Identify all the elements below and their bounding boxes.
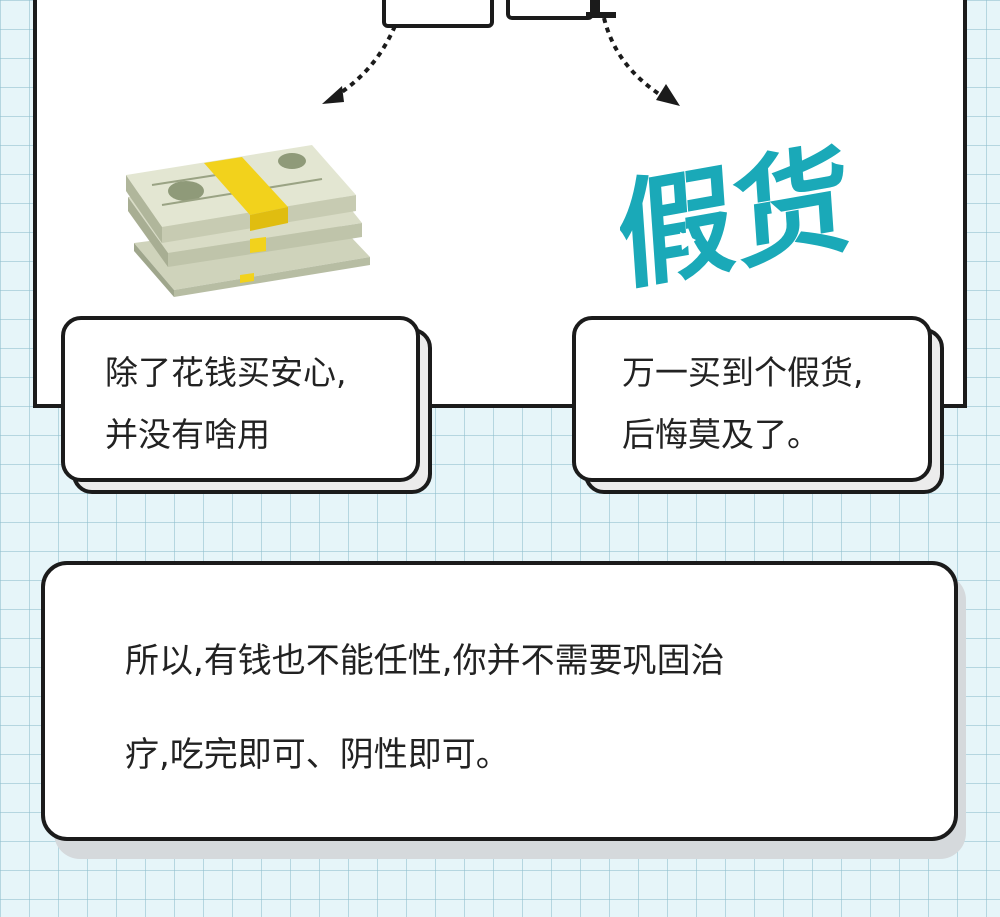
stand-icon	[586, 0, 616, 18]
conclusion-line-1: 所以,有钱也不能任性,你并不需要巩固治	[125, 641, 725, 681]
left-bubble-line-1: 除了花钱买安心,	[105, 353, 347, 392]
test-kit-icon	[382, 0, 494, 28]
svg-text:假货: 假货	[620, 132, 855, 292]
test-device-icon	[506, 0, 594, 20]
dashed-arrows	[322, 17, 680, 106]
left-speech-bubble: 除了花钱买安心, 并没有啥用	[61, 316, 420, 482]
money-stack-image	[126, 145, 370, 297]
fake-goods-graphic: 假货	[620, 132, 855, 292]
conclusion-card: 所以,有钱也不能任性,你并不需要巩固治 疗,吃完即可、阴性即可。	[41, 561, 958, 841]
right-bubble-line-1: 万一买到个假货,	[622, 353, 864, 392]
left-bubble-line-2: 并没有啥用	[105, 415, 270, 454]
right-speech-bubble: 万一买到个假货, 后悔莫及了。	[572, 316, 932, 482]
right-bubble-line-2: 后悔莫及了。	[622, 415, 820, 454]
conclusion-line-2: 疗,吃完即可、阴性即可。	[125, 735, 510, 775]
